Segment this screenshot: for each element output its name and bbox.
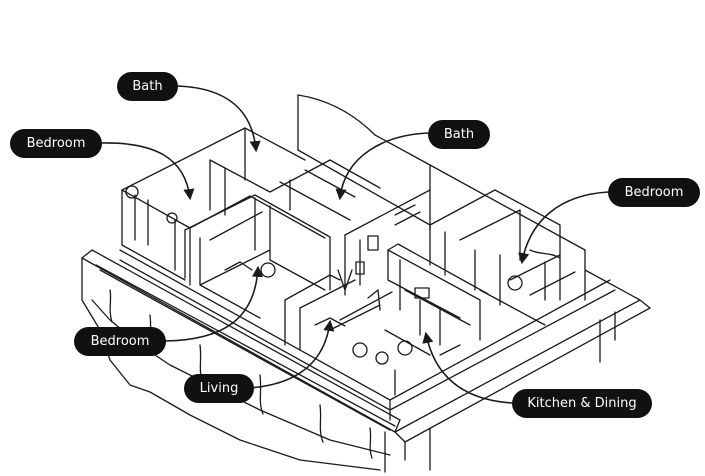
kitchen-walls [384, 243, 489, 356]
arrow-living [249, 319, 335, 389]
label-bedroom-bottom: Bedroom [74, 327, 166, 356]
arrow-bedroom-right [518, 191, 609, 265]
label-kitchen-dining: Kitchen & Dining [512, 389, 652, 418]
bath-top-walls [249, 159, 381, 239]
arrow-bath-top [177, 85, 261, 153]
leader-arrows [101, 85, 609, 404]
label-bedroom-left: Bedroom [10, 129, 102, 158]
bedroom-left-walls [121, 127, 306, 286]
label-bath-right: Bath [428, 120, 490, 149]
arrow-bedroom-bottom [164, 265, 264, 342]
deck [394, 269, 651, 471]
arrow-bedroom-left [101, 142, 195, 201]
back-walls [297, 94, 586, 301]
arrow-bath-right [335, 132, 429, 201]
living-walls [284, 269, 413, 396]
bedroom-center-walls [184, 194, 331, 319]
bedroom-right-walls [429, 189, 576, 326]
ground-slab [81, 249, 401, 473]
bath-right-walls [344, 189, 431, 296]
arrow-kitchen-dining [422, 331, 513, 404]
label-bath-top: Bath [117, 72, 178, 101]
label-bedroom-right: Bedroom [608, 178, 700, 207]
label-living: Living [184, 374, 254, 403]
